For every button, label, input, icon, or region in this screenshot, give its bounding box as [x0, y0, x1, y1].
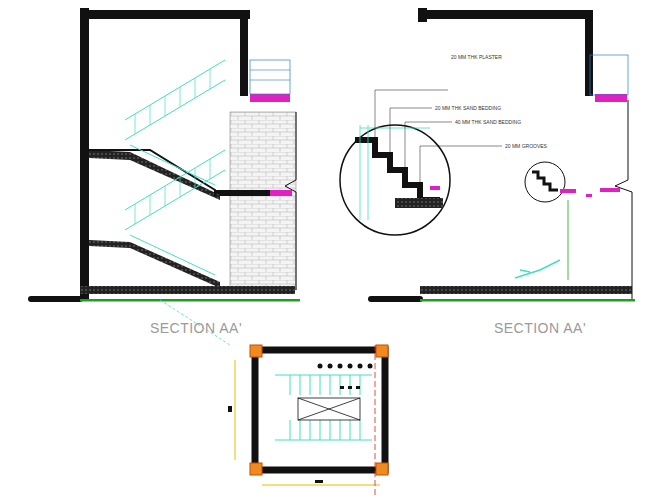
annotation-note: 20 MM GROOVES [504, 143, 548, 149]
annotation-note: 20 MM THK PLASTER [450, 54, 503, 60]
left-section [28, 8, 300, 345]
right-section [340, 8, 635, 302]
stair-plan [228, 345, 388, 495]
annotation-note: 20 MM THK SAND BEDDING [434, 105, 502, 111]
annotation-note: 40 MM THK SAND BEDDING [454, 119, 522, 125]
section-title: SECTION AA' [150, 320, 242, 336]
section-title: SECTION AA' [494, 320, 586, 336]
